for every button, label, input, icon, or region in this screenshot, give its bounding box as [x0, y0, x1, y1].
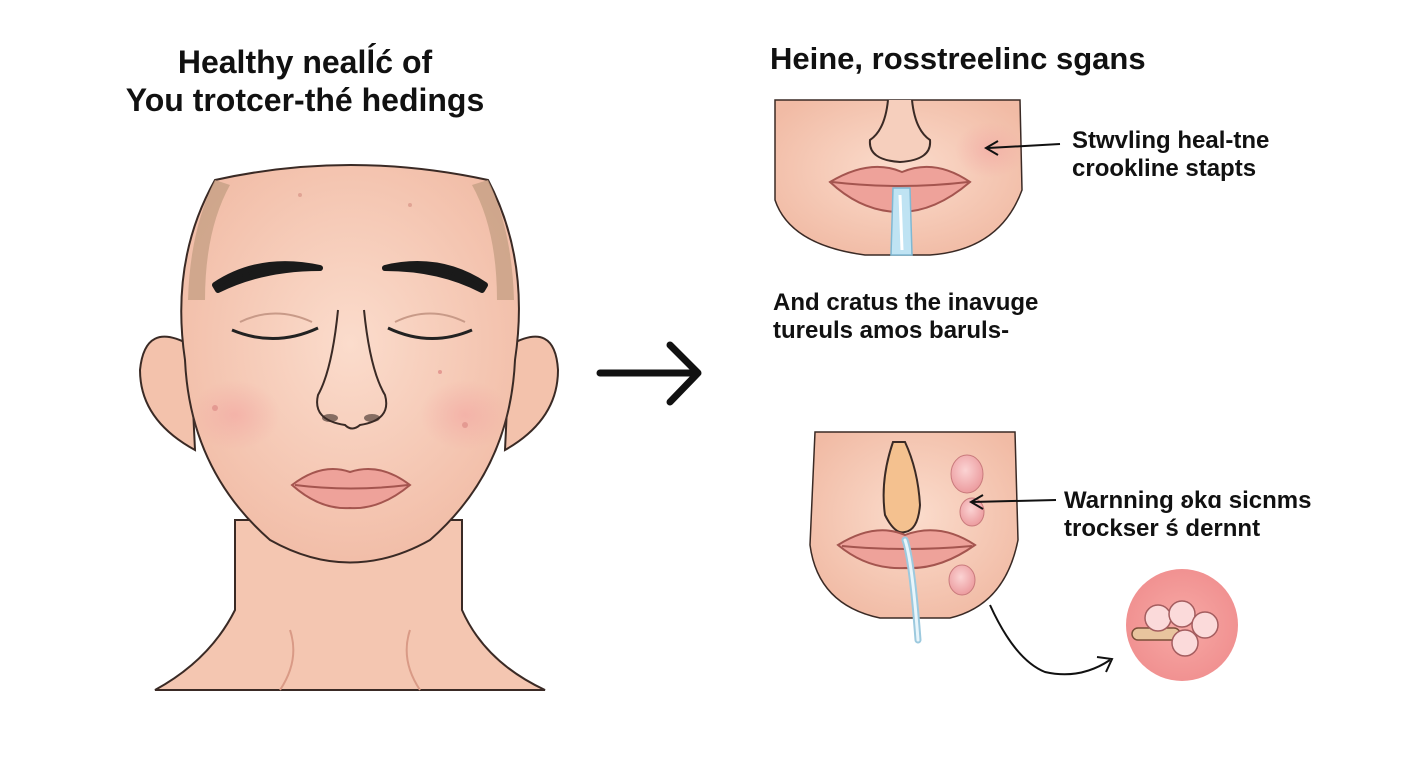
callout-middle: And cratus the inavuge tureuls amos baru… [773, 289, 1038, 346]
callout-redness-line-2: crookline stapts [1072, 155, 1257, 183]
arrow-warning [969, 494, 1057, 510]
left-ear [138, 335, 197, 452]
callout-warning: Warnning ʚkɑ sicnms trockser ś dernnt [1064, 487, 1311, 544]
left-title: Healthy nealĺć of You trotcer-thé heding… [95, 44, 515, 120]
right-title: Heine, rosstreelinc sgans [770, 41, 1146, 76]
callout-redness: Stwvling heal-tne crookline stapts [1072, 127, 1269, 184]
zoom-arrow [989, 604, 1114, 676]
callout-warning-line-1: Warnning ʚkɑ sicnms [1064, 487, 1312, 514]
left-title-line-1: Healthy nealĺć of [177, 44, 433, 80]
closeup-redness [774, 99, 1025, 256]
callout-redness-line-1: Stwvling heal-tne [1072, 127, 1270, 154]
zoom-circle [1126, 569, 1238, 681]
transition-arrow [596, 341, 702, 406]
callout-middle-line-2: tureuls amos baruls- [773, 317, 1010, 345]
left-title-line-2: You trotcer-thé hedings [125, 81, 485, 118]
right-eyebrow [382, 261, 488, 293]
left-eye [231, 326, 319, 340]
right-eye [387, 326, 473, 340]
left-eyebrow [212, 261, 323, 293]
callout-middle-line-1: And cratus the inavuge [773, 289, 1039, 316]
arrow-redness [984, 140, 1061, 156]
closeup-warning [809, 431, 1019, 644]
right-ear [503, 335, 560, 452]
nose [316, 309, 388, 430]
healthy-face [138, 164, 560, 691]
callout-warning-line-2: trockser ś dernnt [1064, 515, 1261, 543]
hair [188, 180, 230, 300]
neck [154, 519, 546, 691]
